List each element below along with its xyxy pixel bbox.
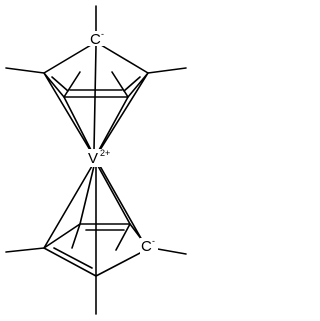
bond bbox=[95, 41, 149, 74]
coordination-bond bbox=[93, 45, 97, 151]
carbon-atom-label: C bbox=[90, 31, 101, 48]
coordination-bond bbox=[99, 165, 143, 241]
vanadium-atom-label: V bbox=[88, 150, 98, 167]
coordination-bond bbox=[79, 165, 95, 225]
methyl-bond bbox=[147, 67, 187, 74]
coordination-bond bbox=[63, 96, 92, 151]
upper-ring-metal-bonds bbox=[43, 45, 149, 151]
vanadium-label: V 2+ bbox=[86, 148, 116, 167]
methyl-bond bbox=[5, 247, 45, 253]
bond bbox=[43, 41, 97, 74]
methyl-bond bbox=[63, 71, 81, 98]
bond bbox=[95, 251, 143, 277]
molecule-structure: C - V 2+ C - bbox=[5, 5, 187, 315]
coordination-bond bbox=[98, 96, 129, 151]
bond bbox=[43, 72, 65, 98]
double-bond-line bbox=[53, 247, 93, 269]
coordination-bond bbox=[43, 165, 93, 249]
upper-methyl-groups bbox=[5, 5, 187, 98]
charge-label: - bbox=[101, 29, 104, 39]
upper-carbanion-label: C - bbox=[88, 29, 106, 48]
charge-label: - bbox=[152, 236, 155, 246]
methyl-bond bbox=[71, 223, 81, 249]
methyl-bond bbox=[5, 67, 45, 74]
methyl-bond bbox=[115, 223, 131, 251]
double-bond-line bbox=[123, 76, 141, 92]
charge-label: 2+ bbox=[100, 148, 110, 158]
methyl-bond bbox=[111, 71, 129, 98]
double-bond-line bbox=[51, 76, 69, 92]
lower-methyl-groups bbox=[5, 223, 187, 315]
lower-cp-ring bbox=[43, 223, 143, 277]
bond bbox=[43, 247, 97, 277]
carbon-atom-label: C bbox=[141, 238, 152, 255]
lower-ring-metal-bonds bbox=[43, 165, 143, 277]
coordination-bond bbox=[43, 72, 91, 151]
bond bbox=[43, 223, 81, 249]
coordination-bond bbox=[97, 165, 131, 225]
coordination-bond bbox=[99, 72, 149, 151]
lower-carbanion-label: C - bbox=[140, 236, 158, 255]
